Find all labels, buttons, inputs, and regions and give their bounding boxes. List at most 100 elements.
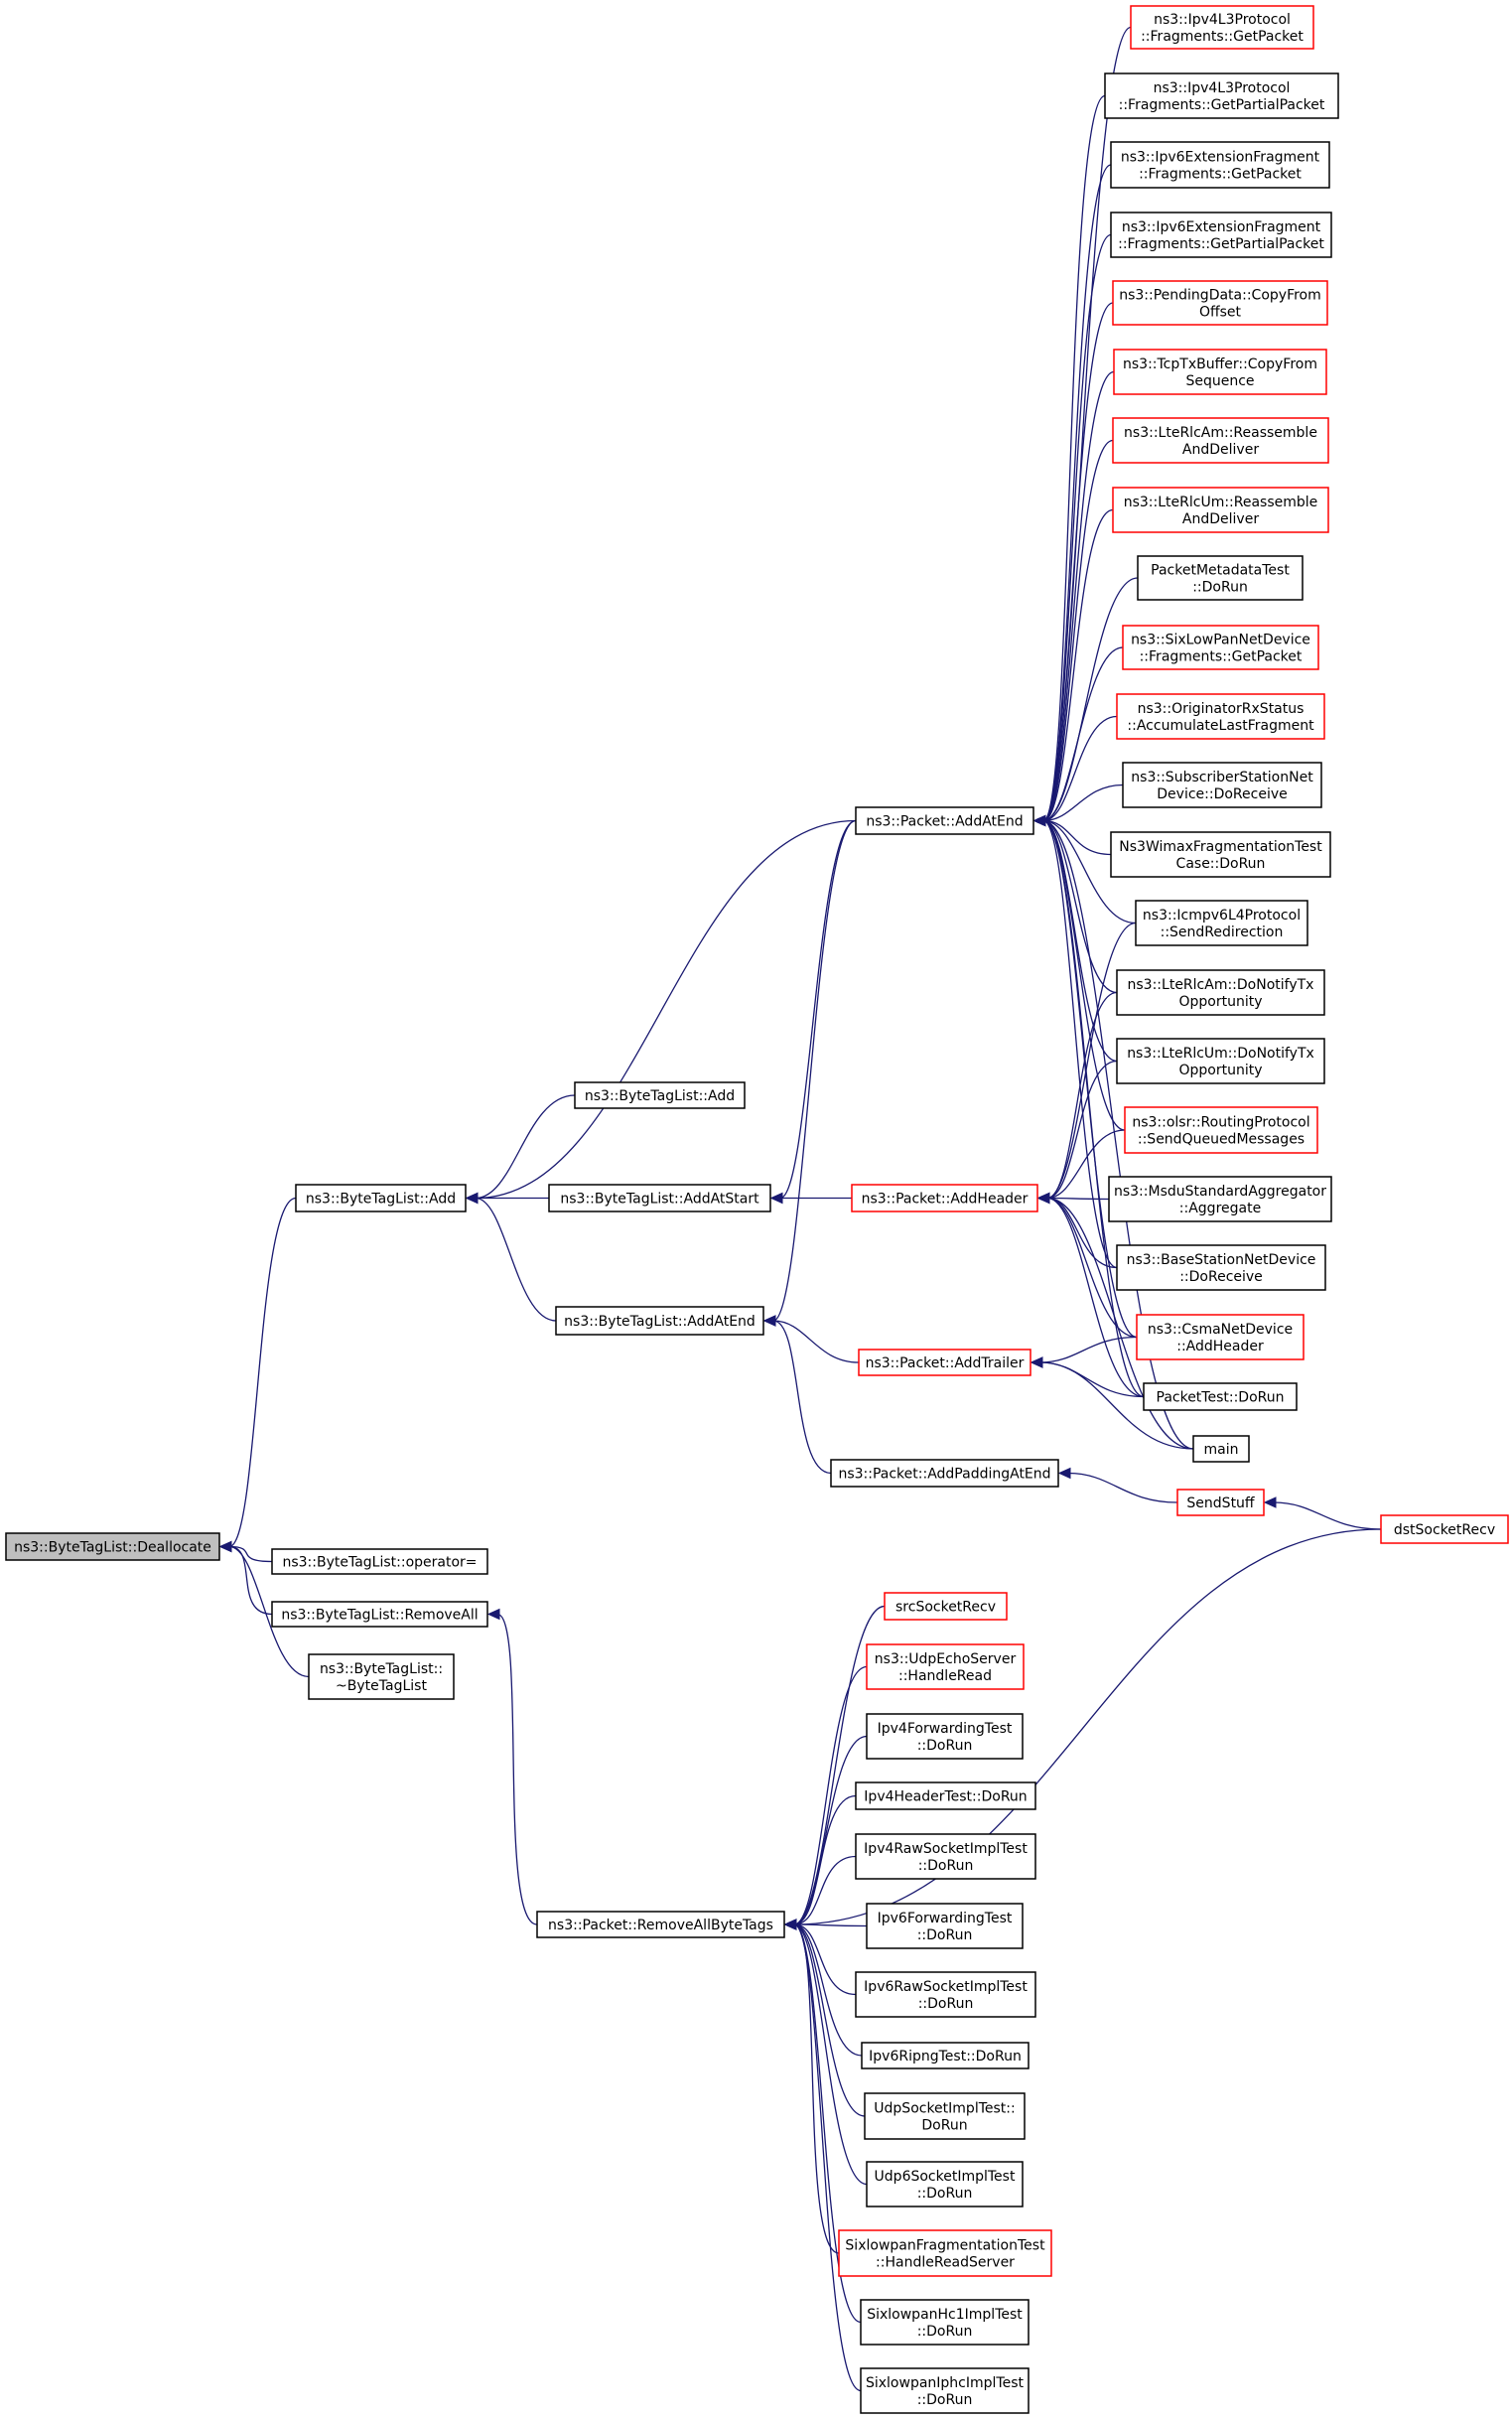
node-addatend-btl[interactable]: ns3::ByteTagList::AddAtEnd xyxy=(555,1306,764,1336)
edge-n_p_addheader-n_lterlcum_notify xyxy=(1046,1060,1118,1200)
node-p-removeallbytetags[interactable]: ns3::Packet::RemoveAllByteTags xyxy=(536,1911,785,1938)
node-box xyxy=(1137,555,1304,601)
arrowhead-n_removeall-n_p_removeallbytetags xyxy=(486,1608,500,1621)
node-ipv4l3-getpartial[interactable]: ns3::Ipv4L3Protocol::Fragments::GetParti… xyxy=(1104,72,1339,119)
edge-n_p_addatend-n_icmpv6 xyxy=(1042,819,1137,925)
node-packettest[interactable]: PacketTest::DoRun xyxy=(1143,1382,1298,1411)
node-addatstart[interactable]: ns3::ByteTagList::AddAtStart xyxy=(548,1184,771,1212)
node-box xyxy=(1104,72,1339,119)
node-label-line: ns3::Ipv6ExtensionFragment xyxy=(1121,150,1320,166)
node-add[interactable]: ns3::ByteTagList::Add xyxy=(295,1184,467,1212)
edge-n_p_addheader-n_olsr xyxy=(1046,1129,1126,1200)
node-box xyxy=(1108,1176,1332,1222)
node-label-line: Ns3WimaxFragmentationTest xyxy=(1119,839,1322,855)
node-label-line: Ipv4RawSocketImplTest xyxy=(864,1841,1028,1857)
node-csma[interactable]: ns3::CsmaNetDevice::AddHeader xyxy=(1136,1314,1305,1360)
edge-n_p_addatend-n_pendingdata xyxy=(1042,302,1114,822)
node-sixlowpanhc1[interactable]: SixlowpanHc1ImplTest::DoRun xyxy=(860,2299,1030,2346)
node-ipv6ext-getpacket[interactable]: ns3::Ipv6ExtensionFragment::Fragments::G… xyxy=(1110,141,1330,189)
arrowhead-n_addatstart-n_p_addheader xyxy=(769,1192,783,1205)
edge-n_p_addatend-n_ipv6ext_getpartial xyxy=(1042,233,1112,822)
node-udpecho[interactable]: ns3::UdpEchoServer::HandleRead xyxy=(866,1643,1025,1690)
node-box xyxy=(851,1184,1038,1212)
node-main[interactable]: main xyxy=(1192,1435,1250,1463)
edge-n_add-n_add2 xyxy=(475,1094,576,1200)
node-udp6socket[interactable]: Udp6SocketImplTest::DoRun xyxy=(866,2161,1024,2207)
node-box xyxy=(1116,1244,1326,1291)
node-label-line: main xyxy=(1204,1442,1239,1458)
node-label-line: ns3::MsduStandardAggregator xyxy=(1114,1184,1326,1200)
node-ipv4header[interactable]: Ipv4HeaderTest::DoRun xyxy=(855,1781,1036,1810)
node-label-line: Opportunity xyxy=(1178,1063,1262,1078)
node-label-line: Ipv6RawSocketImplTest xyxy=(864,1979,1028,1995)
node-box xyxy=(1112,280,1328,326)
node-p-addtrailer[interactable]: ns3::Packet::AddTrailer xyxy=(858,1349,1031,1376)
node-p-addpadding[interactable]: ns3::Packet::AddPaddingAtEnd xyxy=(830,1459,1059,1488)
node-label-line: ns3::ByteTagList::AddAtStart xyxy=(560,1192,759,1208)
node-label-line: ~ByteTagList xyxy=(336,1678,427,1694)
edge-n_p_addheader-n_csma xyxy=(1046,1197,1138,1339)
node-udpsocket[interactable]: UdpSocketImplTest::DoRun xyxy=(864,2092,1026,2140)
node-msdu[interactable]: ns3::MsduStandardAggregator::Aggregate xyxy=(1108,1176,1332,1222)
node-sixlowpan-getpacket[interactable]: ns3::SixLowPanNetDevice::Fragments::GetP… xyxy=(1122,625,1319,670)
node-box xyxy=(861,2042,1030,2069)
node-label-line: dstSocketRecv xyxy=(1394,1522,1495,1538)
node-sendstuff[interactable]: SendStuff xyxy=(1176,1489,1265,1516)
node-ipv6ripng[interactable]: Ipv6RipngTest::DoRun xyxy=(861,2042,1030,2069)
node-sixlowpanfrag[interactable]: SixlowpanFragmentationTest::HandleReadSe… xyxy=(838,2229,1052,2277)
edge-n_p_addtrailer-n_packettest xyxy=(1039,1361,1145,1398)
node-box xyxy=(830,1459,1059,1488)
node-removeall[interactable]: ns3::ByteTagList::RemoveAll xyxy=(271,1601,488,1628)
node-ipv6ext-getpartial[interactable]: ns3::Ipv6ExtensionFragment::Fragments::G… xyxy=(1110,212,1332,258)
node-box xyxy=(574,1081,746,1109)
node-box xyxy=(1116,1038,1325,1084)
node-dealloc[interactable]: ns3::ByteTagList::Deallocate xyxy=(5,1532,220,1561)
node-icmpv6[interactable]: ns3::Icmpv6L4Protocol::SendRedirection xyxy=(1135,900,1308,946)
node-label-line: SendStuff xyxy=(1186,1495,1255,1511)
node-operator[interactable]: ns3::ByteTagList::operator= xyxy=(271,1548,488,1575)
node-ipv4fwd[interactable]: Ipv4ForwardingTest::DoRun xyxy=(866,1713,1024,1760)
node-p-addatend[interactable]: ns3::Packet::AddAtEnd xyxy=(855,806,1034,835)
node-ipv6raw[interactable]: Ipv6RawSocketImplTest::DoRun xyxy=(855,1971,1036,2018)
node-basestation[interactable]: ns3::BaseStationNetDevice::DoReceive xyxy=(1116,1244,1326,1291)
node-ipv4raw[interactable]: Ipv4RawSocketImplTest::DoRun xyxy=(855,1833,1036,1880)
node-label-line: ns3::Packet::AddPaddingAtEnd xyxy=(838,1467,1050,1483)
node-olsr[interactable]: ns3::olsr::RoutingProtocol::SendQueuedMe… xyxy=(1124,1106,1318,1154)
node-label-line: Case::DoRun xyxy=(1176,856,1266,872)
node-ipv6fwd[interactable]: Ipv6ForwardingTest::DoRun xyxy=(866,1903,1024,1949)
node-sixlowpaniphc[interactable]: SixlowpanIphcImplTest::DoRun xyxy=(860,2367,1030,2414)
node-box xyxy=(271,1601,488,1628)
node-label-line: ns3::ByteTagList::Deallocate xyxy=(14,1540,211,1556)
node-box xyxy=(1112,417,1329,464)
edge-n_p_removeallbytetags-n_ipv4raw xyxy=(793,1855,857,1925)
node-subscriber[interactable]: ns3::SubscriberStationNetDevice::DoRecei… xyxy=(1122,762,1322,808)
node-ipv4l3-getpacket[interactable]: ns3::Ipv4L3Protocol::Fragments::GetPacke… xyxy=(1130,5,1314,50)
node-originator[interactable]: ns3::OriginatorRxStatus::AccumulateLastF… xyxy=(1116,693,1325,740)
node-srcsocketrecv[interactable]: srcSocketRecv xyxy=(884,1592,1008,1621)
edge-n_p_addheader-n_packettest xyxy=(1046,1197,1145,1398)
edge-n_p_removeallbytetags-n_udp6socket xyxy=(793,1923,868,2186)
node-box xyxy=(1116,969,1325,1016)
node-label-line: ns3::SubscriberStationNet xyxy=(1131,770,1313,785)
node-packetmetadatatest[interactable]: PacketMetadataTest::DoRun xyxy=(1137,555,1304,601)
node-dstsocketrecv[interactable]: dstSocketRecv xyxy=(1380,1514,1509,1544)
node-box xyxy=(866,2161,1024,2207)
arrowhead-n_p_addheader-n_main xyxy=(1036,1192,1050,1205)
node-dtor[interactable]: ns3::ByteTagList::~ByteTagList xyxy=(308,1653,455,1700)
edge-n_dealloc-n_add xyxy=(228,1197,297,1548)
edge-n_p_removeallbytetags-n_ipv4fwd xyxy=(793,1735,868,1925)
node-label-line: Offset xyxy=(1199,305,1242,321)
node-add2[interactable]: ns3::ByteTagList::Add xyxy=(574,1081,746,1109)
node-p-addheader[interactable]: ns3::Packet::AddHeader xyxy=(851,1184,1038,1212)
edge-n_p_removeallbytetags-n_ipv6fwd xyxy=(793,1923,868,1927)
node-label-line: ns3::Packet::AddHeader xyxy=(862,1192,1029,1208)
node-label-line: ::AddHeader xyxy=(1176,1339,1264,1354)
